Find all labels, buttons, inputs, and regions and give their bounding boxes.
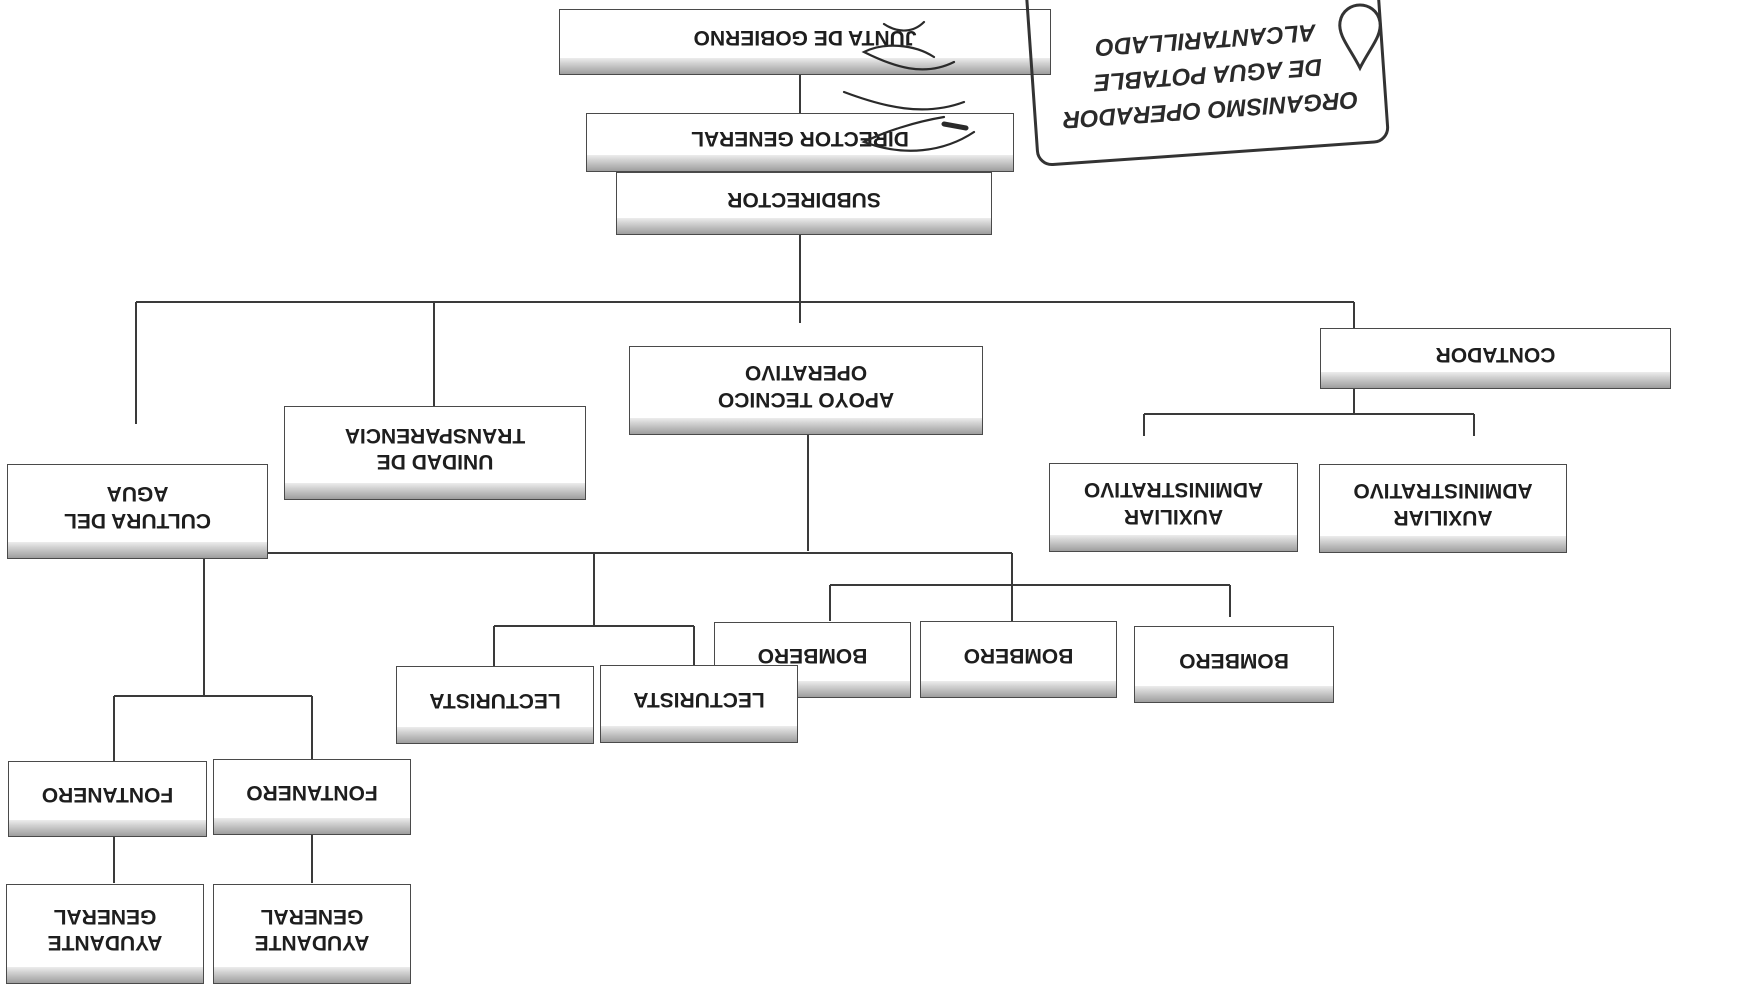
org-node-apoyo-tecnico-operativo: APOYO TECNICO OPERATIVO [629, 346, 983, 435]
org-node-fontanero: FONTANERO [213, 759, 411, 835]
org-node-cultura-del-agua: CULTURA DEL AGUA [7, 464, 268, 559]
org-node-label: APOYO TECNICO OPERATIVO [717, 361, 895, 411]
org-node-label: CONTADOR [1435, 342, 1556, 366]
org-node-label: FONTANERO [246, 781, 378, 805]
org-node-label: CULTURA DEL AGUA [64, 482, 211, 532]
org-node-ayudante-general: AYUDANTE GENERAL [6, 884, 204, 984]
handwritten-signature [842, 20, 976, 152]
org-node-unidad-de-transparencia: UNIDAD DE TRANSPARENCIA [284, 406, 586, 500]
org-node-lecturista: LECTURISTA [600, 665, 798, 743]
org-node-label: UNIDAD DE TRANSPARENCIA [344, 424, 526, 474]
org-node-label: BOMBERO [1179, 648, 1289, 672]
org-node-label: AUXILIAR ADMINISTRATIVO [1083, 478, 1264, 528]
org-node-bombero: BOMBERO [920, 621, 1117, 698]
org-node-label: LECTURISTA [429, 689, 561, 713]
org-node-lecturista: LECTURISTA [396, 666, 594, 744]
org-node-contador: CONTADOR [1320, 328, 1671, 389]
org-node-auxiliar-administrativo: AUXILIAR ADMINISTRATIVO [1319, 464, 1567, 553]
org-node-bombero: BOMBERO [1134, 626, 1334, 703]
org-node-label: SUBDIRECTOR [727, 187, 881, 211]
org-node-label: AYUDANTE GENERAL [254, 905, 370, 955]
org-node-fontanero: FONTANERO [8, 761, 207, 837]
org-node-label: LECTURISTA [633, 688, 765, 712]
org-node-label: BOMBERO [963, 643, 1074, 667]
org-node-subdirector: SUBDIRECTOR [616, 172, 992, 235]
org-node-auxiliar-administrativo: AUXILIAR ADMINISTRATIVO [1049, 463, 1298, 552]
org-node-ayudante-general: AYUDANTE GENERAL [213, 884, 411, 984]
org-node-label: AUXILIAR ADMINISTRATIVO [1353, 479, 1533, 529]
org-node-label: FONTANERO [41, 783, 174, 807]
org-node-label: AYUDANTE GENERAL [47, 905, 163, 955]
water-drop-icon [1338, 3, 1382, 72]
